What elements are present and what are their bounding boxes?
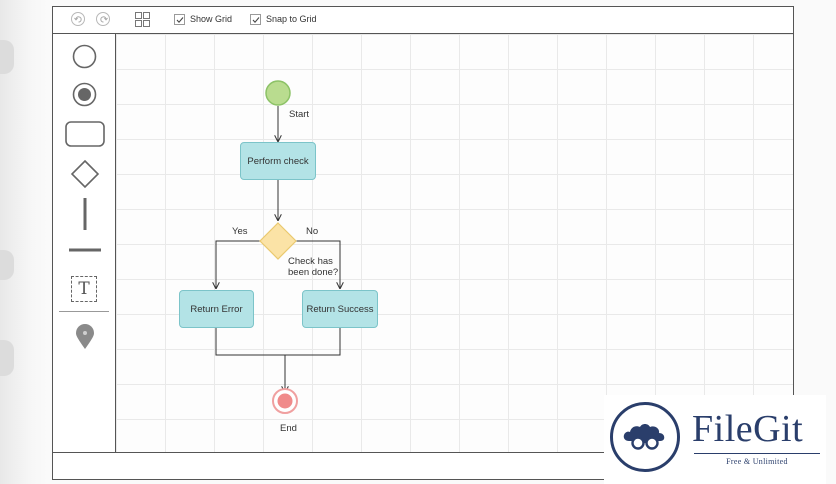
- connector-merge: [215, 321, 341, 356]
- vertical-line-icon[interactable]: [82, 197, 88, 231]
- background-ghost-shape: [0, 250, 14, 280]
- cloud-glasses-logo-icon: [623, 424, 665, 450]
- snap-to-grid-label: Snap to Grid: [266, 14, 317, 24]
- checkmark-icon: [252, 17, 260, 24]
- checkmark-icon: [176, 17, 184, 24]
- decision-shape-icon[interactable]: [70, 159, 100, 189]
- background-blur: [0, 0, 48, 484]
- perform-check-node[interactable]: Perform check: [240, 142, 316, 180]
- end-event-icon[interactable]: [72, 82, 97, 107]
- start-label: Start: [289, 109, 310, 120]
- end-node[interactable]: [277, 393, 293, 409]
- logo-circle: [610, 402, 680, 472]
- undo-button[interactable]: [71, 12, 85, 26]
- background-ghost-shape: [0, 40, 14, 74]
- show-grid-checkbox[interactable]: [174, 14, 185, 25]
- top-toolbar: Show Grid Snap to Grid: [53, 7, 793, 34]
- snap-to-grid-checkbox[interactable]: [250, 14, 261, 25]
- shape-palette: T: [53, 34, 116, 452]
- filegit-watermark: FileGit Free & Unlimited: [604, 395, 826, 484]
- decision-node[interactable]: [259, 222, 297, 260]
- diagram-canvas[interactable]: Start Perform check Yes No Check has bee…: [116, 34, 793, 452]
- show-grid-label: Show Grid: [190, 14, 233, 24]
- activity-shape-icon[interactable]: [65, 121, 105, 147]
- map-pin-icon[interactable]: [75, 324, 95, 350]
- connector-yes: [216, 240, 260, 288]
- diagram-connectors: [116, 80, 793, 414]
- connector-no: [296, 240, 340, 288]
- return-success-node[interactable]: Return Success: [302, 290, 378, 328]
- end-label: End: [280, 423, 297, 434]
- palette-divider: [59, 311, 109, 312]
- no-label: No: [306, 226, 319, 237]
- redo-icon: [100, 16, 108, 23]
- start-event-icon[interactable]: [72, 44, 97, 69]
- text-tool-glyph: T: [78, 279, 90, 299]
- horizontal-line-icon[interactable]: [68, 247, 102, 253]
- redo-button[interactable]: [96, 12, 110, 26]
- return-error-label: Return Error: [190, 303, 243, 315]
- background-ghost-shape: [0, 340, 14, 376]
- return-success-label: Return Success: [306, 303, 374, 315]
- text-tool-icon[interactable]: T: [71, 276, 97, 302]
- undo-icon: [74, 16, 82, 23]
- yes-label: Yes: [232, 226, 248, 237]
- perform-check-label: Perform check: [247, 155, 309, 167]
- start-node[interactable]: [265, 80, 291, 106]
- grid-layout-icon[interactable]: [135, 12, 150, 27]
- watermark-rule: [694, 453, 820, 454]
- watermark-subtitle: Free & Unlimited: [726, 457, 788, 466]
- diagram-editor-window: Show Grid Snap to Grid T: [52, 6, 794, 480]
- watermark-title: FileGit: [692, 408, 804, 450]
- return-error-node[interactable]: Return Error: [179, 290, 254, 328]
- decision-label: Check has been done?: [288, 256, 339, 278]
